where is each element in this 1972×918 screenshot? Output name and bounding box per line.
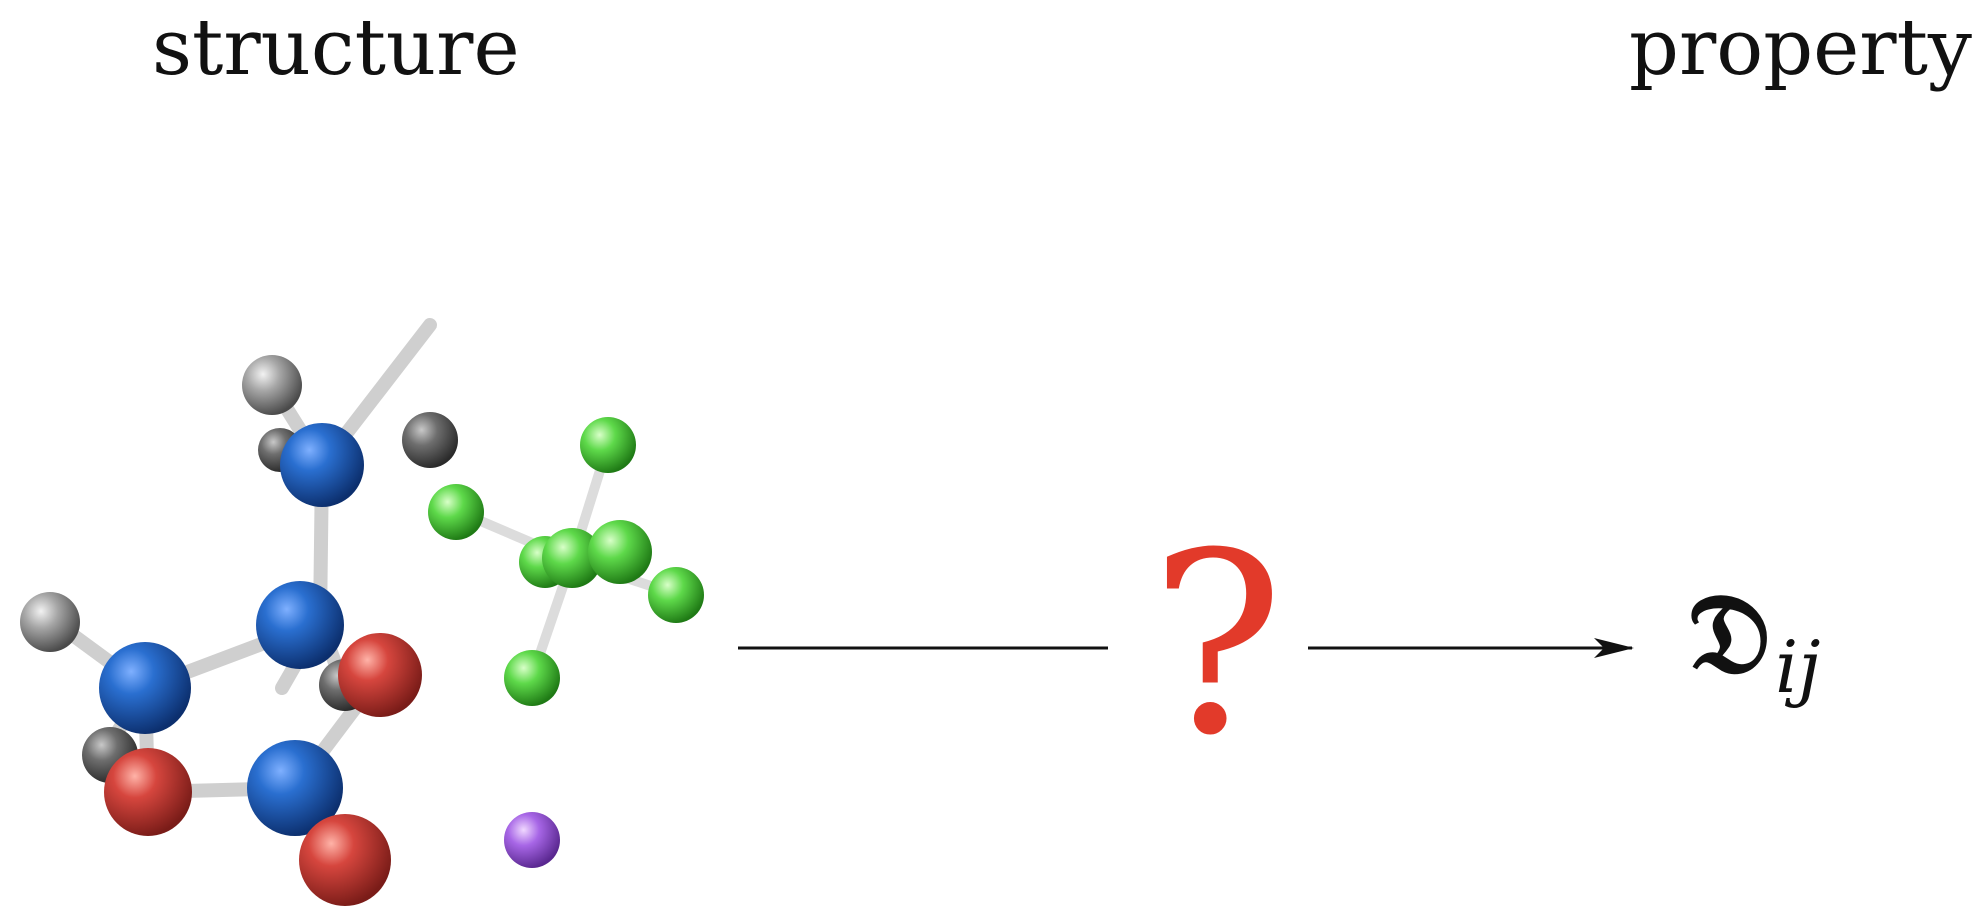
oxygen-atom <box>104 748 192 836</box>
property-symbol-main: 𝔇 <box>1688 568 1772 699</box>
fluorine-atom <box>580 417 636 473</box>
property-symbol: 𝔇ij <box>1688 578 1820 704</box>
hydrogen-atom <box>402 412 458 468</box>
molecule-atoms <box>20 355 458 906</box>
hydrogen-atom <box>20 592 80 652</box>
nitrogen-atom <box>256 581 344 669</box>
oxygen-atom <box>299 814 391 906</box>
fluorine-atom <box>588 520 652 584</box>
property-symbol-subscript: ij <box>1775 625 1821 709</box>
nitrogen-atom <box>280 423 364 507</box>
phosphorus-atom <box>542 528 602 588</box>
property-label: property <box>1629 3 1972 93</box>
hydrogen-atom <box>242 355 302 415</box>
lithium-ion <box>504 812 560 868</box>
structure-label: structure <box>152 3 520 93</box>
nitrogen-atom <box>247 740 343 836</box>
pf6-atoms <box>428 417 704 706</box>
oxygen-atom <box>338 633 422 717</box>
nitrogen-atom <box>99 642 191 734</box>
fluorine-atom <box>428 484 484 540</box>
fluorine-atom <box>504 650 560 706</box>
question-mark: ? <box>1150 499 1285 790</box>
fluorine-atom <box>648 567 704 623</box>
